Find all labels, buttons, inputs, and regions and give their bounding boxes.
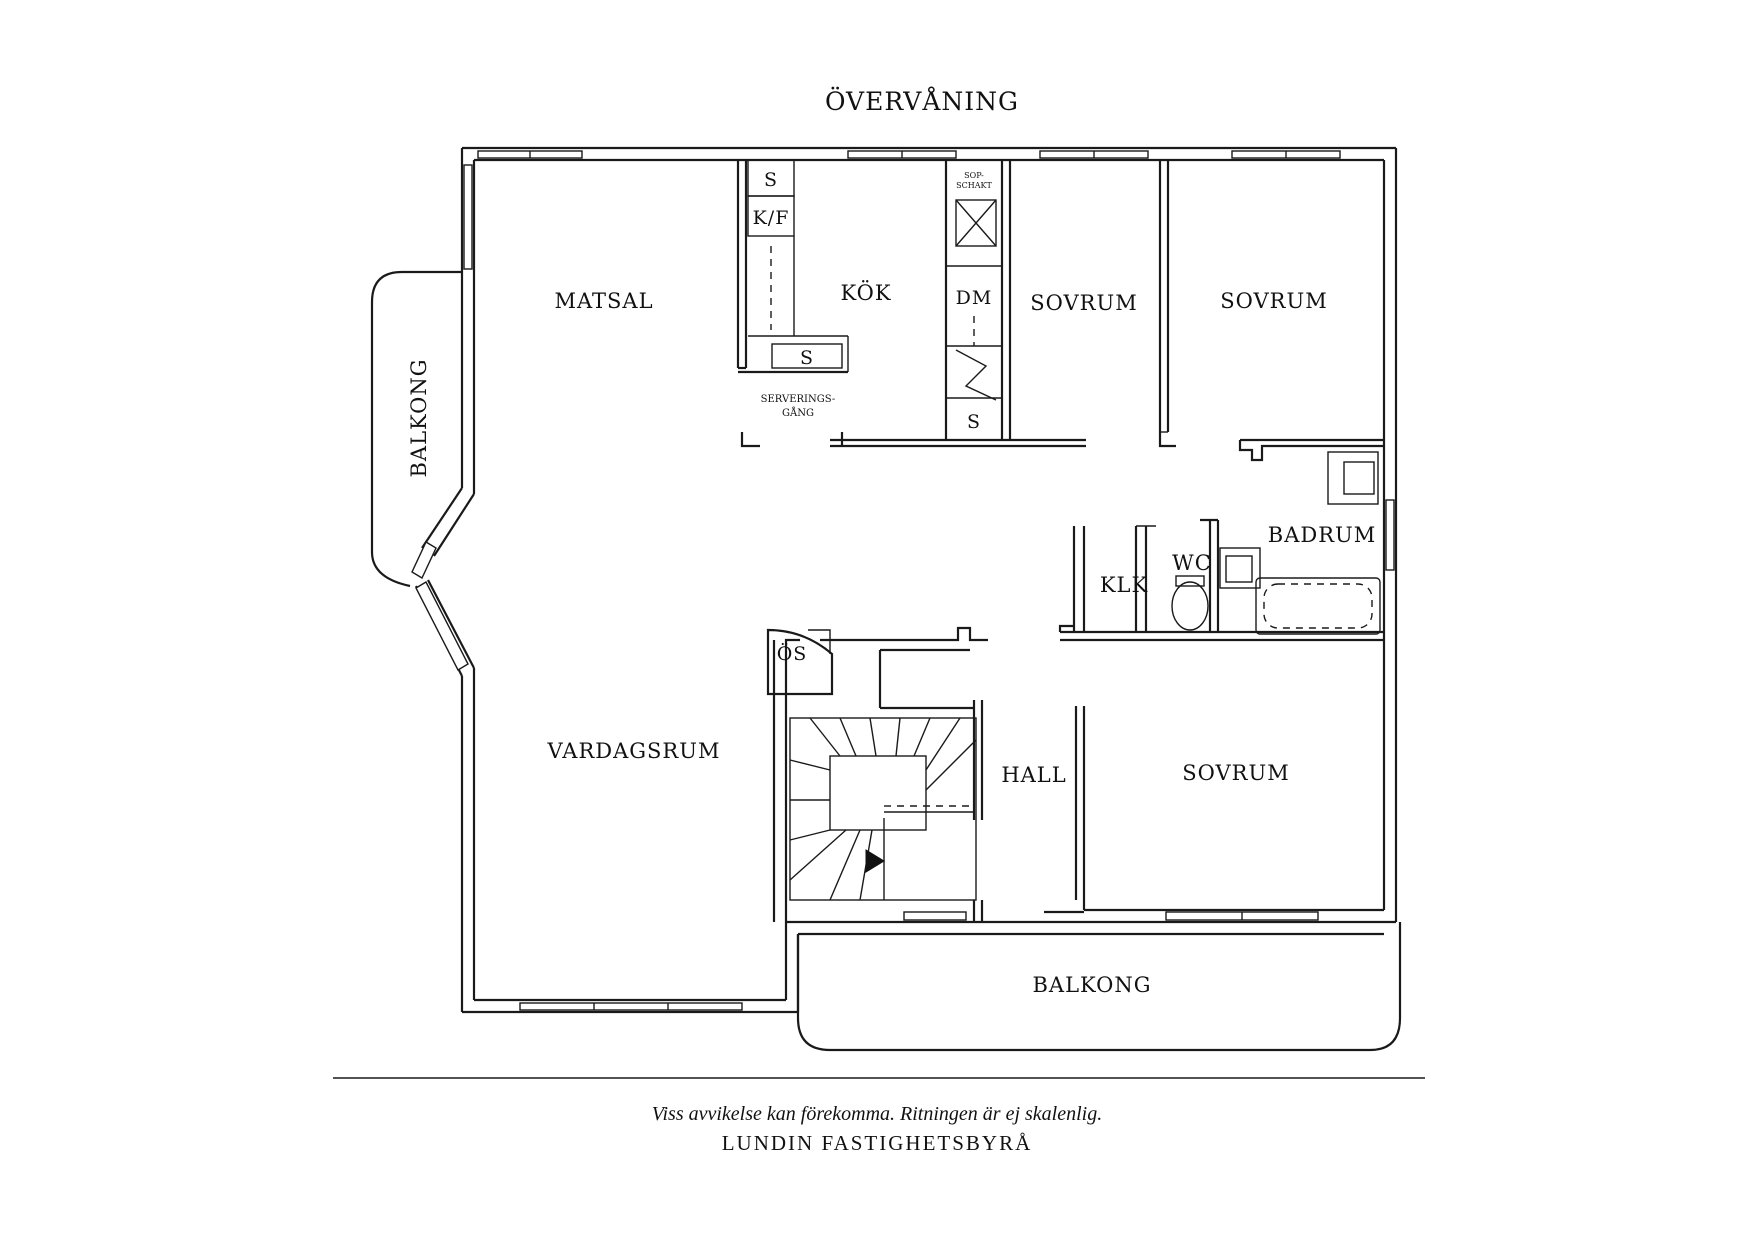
room-kok: KÖK [840, 280, 891, 305]
fixture-kf: K/F [753, 207, 790, 229]
room-hall: HALL [1001, 763, 1066, 787]
fixture-sopschakt-2: SCHAKT [956, 181, 992, 190]
room-balkong-south: BALKONG [1032, 973, 1151, 997]
room-vardagsrum: VARDAGSRUM [547, 739, 721, 763]
room-matsal: MATSAL [554, 289, 653, 313]
stair-direction-arrow-icon [865, 849, 885, 873]
room-wc: WC [1172, 551, 1212, 575]
room-sovrum-2: SOVRUM [1220, 289, 1327, 313]
interior-walls [736, 159, 1384, 922]
room-sovrum-3: SOVRUM [1182, 761, 1289, 785]
floor-title: ÖVERVÅNING [825, 86, 1019, 116]
room-sovrum-1: SOVRUM [1030, 291, 1137, 315]
fixture-dm: DM [956, 287, 993, 309]
room-balkong-west: BALKONG [407, 358, 431, 477]
fixture-s-counter: S [800, 347, 814, 369]
fixture-os: ÖS [777, 642, 808, 665]
outer-walls [415, 146, 1398, 1014]
room-klk: KLK [1100, 573, 1148, 597]
room-badrum: BADRUM [1268, 523, 1376, 547]
fixture-s-right: S [967, 411, 981, 433]
fixture-sopschakt-1: SOP- [964, 171, 984, 180]
brand-name: LUNDIN FASTIGHETSBYRÅ [721, 1131, 1033, 1155]
fixture-labels: S K/F S DM S SOP- SCHAKT SERVERINGS- GÅN… [753, 169, 993, 665]
windows [411, 150, 1395, 1011]
room-labels: MATSAL KÖK SOVRUM SOVRUM VARDAGSRUM HALL… [407, 280, 1376, 997]
fixture-s-top: S [764, 169, 778, 191]
fixture-serveringsgang-1: SERVERINGS- [761, 394, 836, 405]
balconies [370, 270, 1402, 1052]
fixture-serveringsgang-2: GÅNG [782, 407, 814, 419]
disclaimer-text: Viss avvikelse kan förekomma. Ritningen … [651, 1103, 1103, 1125]
